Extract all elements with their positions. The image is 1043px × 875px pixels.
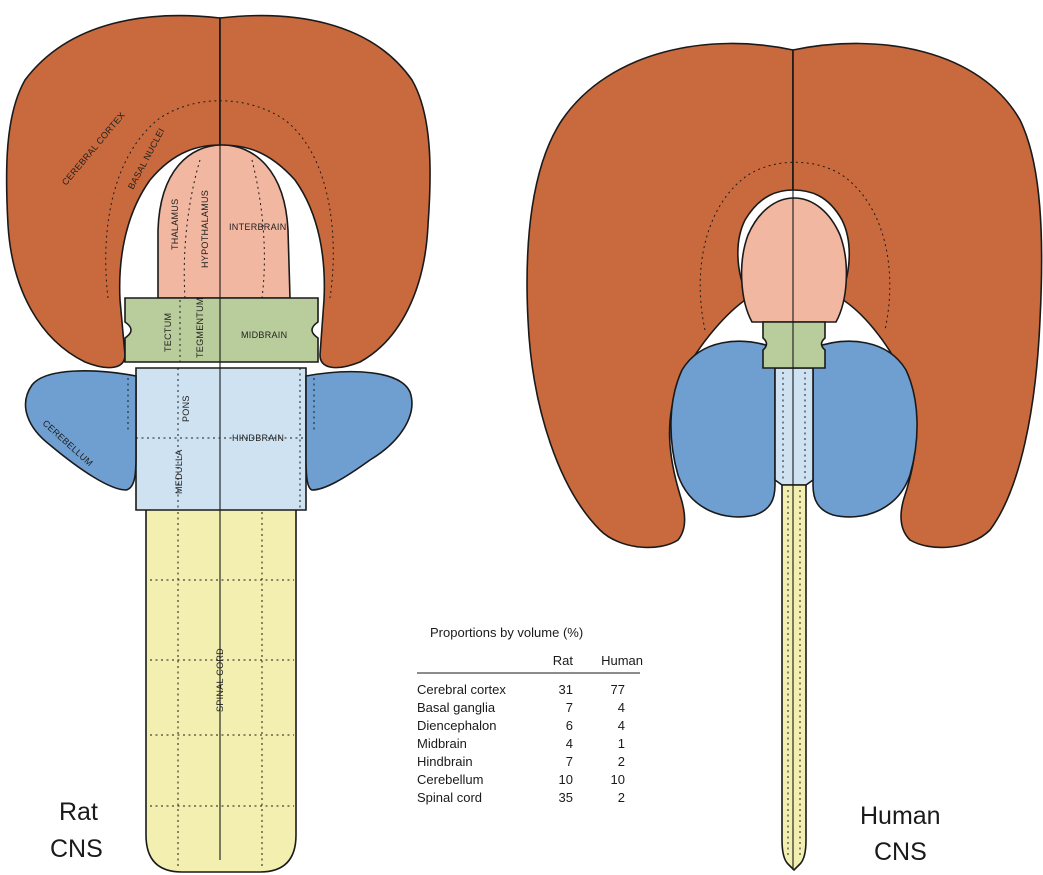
human-caption-line2: CNS <box>874 838 927 866</box>
table-title: Proportions by volume (%) <box>430 625 583 640</box>
label-midbrain: MIDBRAIN <box>241 330 287 340</box>
table-cell-region: Basal ganglia <box>417 700 496 715</box>
table-cell-human: 2 <box>618 754 625 769</box>
table-cell-rat: 35 <box>559 790 573 805</box>
rat-midbrain <box>125 298 318 362</box>
human-midbrain <box>763 322 825 368</box>
label-thalamus: THALAMUS <box>170 199 180 250</box>
human-cns-figure: Human CNS <box>527 43 1042 870</box>
human-cerebellum-left <box>671 341 775 517</box>
table-cell-rat: 6 <box>566 718 573 733</box>
table-row: Diencephalon 6 4 <box>417 718 625 733</box>
table-row: Cerebellum 10 10 <box>417 772 625 787</box>
table-cell-rat: 10 <box>559 772 573 787</box>
table-row: Cerebral cortex 31 77 <box>417 682 625 697</box>
rat-cns-figure: CEREBRAL CORTEX BASAL NUCLEI THALAMUS HY… <box>7 16 431 872</box>
rat-cerebellum-left <box>26 371 136 490</box>
table-row: Midbrain 4 1 <box>417 736 625 751</box>
table-row: Hindbrain 7 2 <box>417 754 625 769</box>
table-column-human: Human <box>601 653 643 668</box>
label-tegmentum: TEGMENTUM <box>195 297 205 358</box>
rat-cerebellum-right <box>306 372 412 490</box>
label-pons: PONS <box>181 395 191 422</box>
table-row: Spinal cord 35 2 <box>417 790 625 805</box>
rat-caption-line2: CNS <box>50 835 103 863</box>
table-cell-rat: 31 <box>559 682 573 697</box>
table-cell-region: Hindbrain <box>417 754 473 769</box>
table-cell-region: Cerebellum <box>417 772 483 787</box>
table-cell-region: Midbrain <box>417 736 467 751</box>
table-cell-human: 4 <box>618 718 625 733</box>
proportions-table: Proportions by volume (%) Rat Human Cere… <box>417 625 643 805</box>
human-spinal-cord <box>782 485 806 870</box>
human-cerebellum-right <box>813 341 917 517</box>
table-cell-rat: 4 <box>566 736 573 751</box>
human-hindbrain-core <box>775 368 813 485</box>
label-hypothalamus: HYPOTHALAMUS <box>200 190 210 268</box>
human-caption-line1: Human <box>860 802 941 830</box>
human-interbrain <box>742 198 847 322</box>
label-spinal-cord: SPINAL CORD <box>215 648 225 712</box>
table-cell-region: Cerebral cortex <box>417 682 506 697</box>
table-row: Basal ganglia 7 4 <box>417 700 625 715</box>
table-cell-rat: 7 <box>566 754 573 769</box>
table-cell-human: 4 <box>618 700 625 715</box>
label-medulla: MEDULLA <box>174 449 184 494</box>
table-cell-human: 1 <box>618 736 625 751</box>
label-interbrain: INTERBRAIN <box>229 222 287 232</box>
label-hindbrain: HINDBRAIN <box>232 433 284 443</box>
table-cell-human: 10 <box>611 772 625 787</box>
rat-caption-line1: Rat <box>59 798 98 826</box>
table-cell-region: Diencephalon <box>417 718 497 733</box>
table-column-rat: Rat <box>553 653 574 668</box>
table-cell-rat: 7 <box>566 700 573 715</box>
table-cell-region: Spinal cord <box>417 790 482 805</box>
table-cell-human: 2 <box>618 790 625 805</box>
table-cell-human: 77 <box>611 682 625 697</box>
label-tectum: TECTUM <box>163 313 173 352</box>
